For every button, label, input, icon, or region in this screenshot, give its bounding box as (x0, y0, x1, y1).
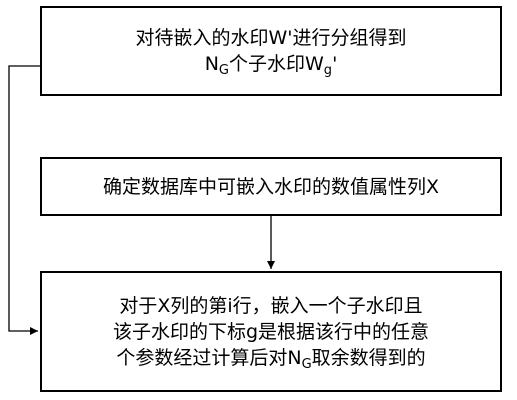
box1-line1-text: 对待嵌入的水印W'进行分组得到 (135, 27, 407, 49)
box1-wg-subscript: g (323, 63, 333, 78)
step-split-watermark-box: 对待嵌入的水印W'进行分组得到 NG个子水印Wg' (40, 6, 502, 96)
box3-line3-start: 个参数经过计算后对N (116, 346, 302, 369)
box3-line3: 个参数经过计算后对NG取余数得到的 (116, 345, 425, 371)
box3-line3-end: 取余数得到的 (311, 346, 426, 369)
box2-line1-text: 确定数据库中可嵌入水印的数值属性列X (102, 175, 440, 198)
box1-ng-subscript: G (218, 63, 229, 78)
connector-box1-to-box3 (8, 65, 40, 335)
step-select-attribute-box: 确定数据库中可嵌入水印的数值属性列X (40, 157, 502, 216)
box1-line2-mid: 个子水印W (229, 53, 324, 75)
box1-ng-main: N (204, 53, 219, 75)
box1-line1: 对待嵌入的水印W'进行分组得到 (135, 25, 406, 51)
box1-line2: NG个子水印Wg' (205, 51, 338, 77)
box2-line1: 确定数据库中可嵌入水印的数值属性列X (103, 174, 439, 200)
box3-ng-subscript: G (301, 356, 312, 372)
box3-line2: 该子水印的下标g是根据该行中的任意 (113, 319, 429, 345)
box3-line1: 对于X列的第i行，嵌入一个子水印且 (119, 293, 422, 319)
box1-line2-end: ' (332, 53, 338, 75)
box3-line2-text: 该子水印的下标g是根据该行中的任意 (112, 320, 430, 343)
box3-line1-text: 对于X列的第i行，嵌入一个子水印且 (119, 294, 423, 317)
step-embed-subwatermark-box: 对于X列的第i行，嵌入一个子水印且 该子水印的下标g是根据该行中的任意 个参数经… (40, 271, 502, 392)
